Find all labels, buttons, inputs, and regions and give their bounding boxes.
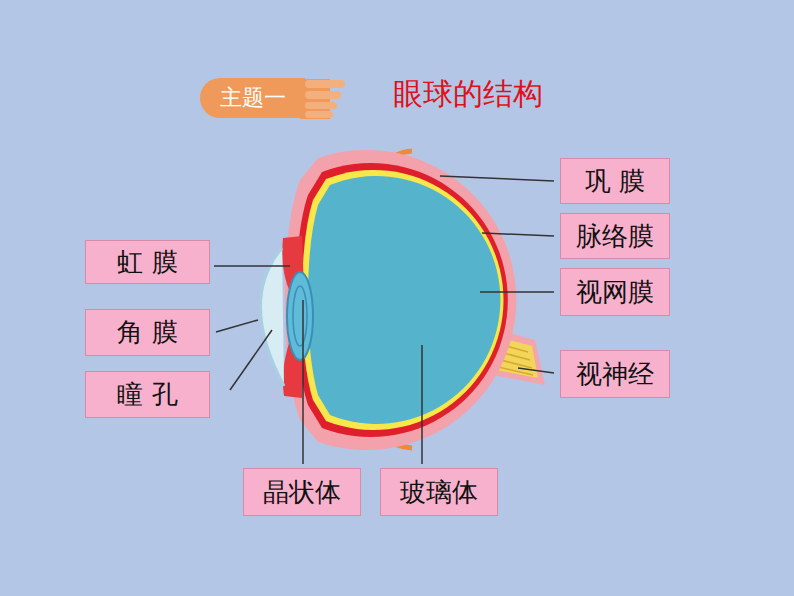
part-label: 瞳 孔 <box>85 371 210 418</box>
part-label: 虹 膜 <box>85 240 210 284</box>
label-text: 脉络膜 <box>576 219 654 254</box>
title: 眼球的结构 <box>393 74 543 115</box>
label-text: 瞳 孔 <box>117 377 177 412</box>
part-label: 视神经 <box>560 350 670 398</box>
choroid <box>296 163 508 437</box>
part-label: 玻璃体 <box>380 468 498 516</box>
part-label: 角 膜 <box>85 309 210 356</box>
label-text: 视神经 <box>576 357 654 392</box>
sclera <box>285 150 516 450</box>
part-label: 巩 膜 <box>560 158 670 204</box>
part-label: 晶状体 <box>243 468 361 516</box>
label-text: 晶状体 <box>263 475 341 510</box>
leader-lines <box>214 176 554 464</box>
label-text: 玻璃体 <box>400 475 478 510</box>
hand-icon <box>300 79 345 119</box>
label-text: 角 膜 <box>117 315 177 350</box>
part-label: 脉络膜 <box>560 213 670 259</box>
retina <box>302 170 504 430</box>
cornea <box>260 248 284 386</box>
label-text: 虹 膜 <box>117 245 177 280</box>
vitreous <box>308 176 500 424</box>
label-text: 主题一 <box>220 83 286 113</box>
lens <box>287 272 313 360</box>
label-text: 视网膜 <box>576 275 654 310</box>
label-text: 巩 膜 <box>585 164 645 199</box>
part-label: 视网膜 <box>560 268 670 316</box>
topic-button: 主题一 <box>200 78 305 118</box>
